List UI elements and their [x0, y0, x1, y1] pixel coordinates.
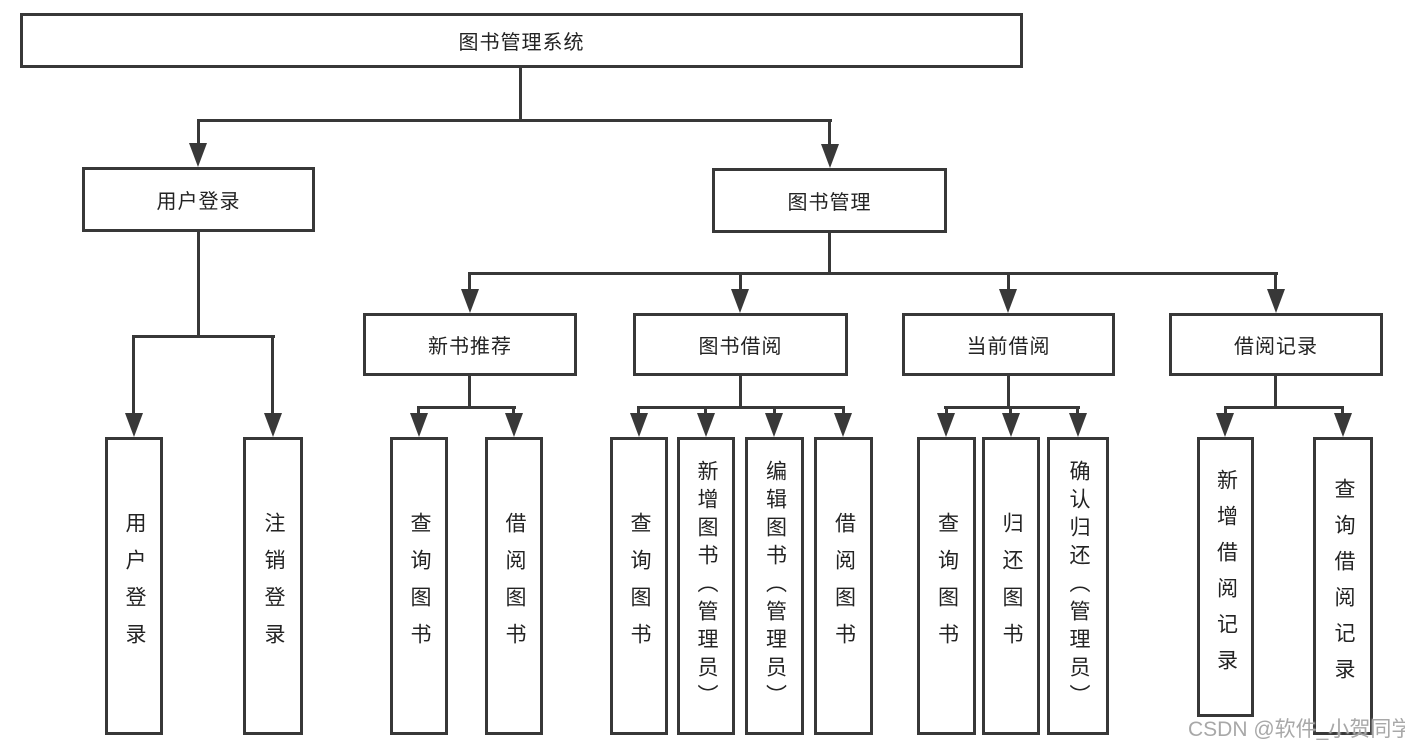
arrow-down-icon — [1267, 289, 1285, 313]
connector-stub-leaf-user-login — [132, 335, 135, 415]
leaf-newbooks-borrow: 借阅图书 — [485, 437, 543, 735]
connector-stub — [842, 406, 845, 417]
node-root: 图书管理系统 — [20, 13, 1023, 68]
connector-stub — [417, 406, 420, 417]
connector-borrowrecords-vertical — [1274, 374, 1277, 409]
leaf-currentborrow-confirm: 确认归还（管理员） — [1047, 437, 1109, 735]
connector-currentborrow-horizontal — [944, 406, 1080, 409]
arrow-down-icon — [731, 289, 749, 313]
connector-root-vertical — [519, 66, 522, 122]
leaf-bookborrow-query: 查询图书 — [610, 437, 668, 735]
node-borrow-records: 借阅记录 — [1169, 313, 1383, 376]
connector-stub — [773, 406, 776, 417]
arrow-down-icon — [189, 143, 207, 167]
arrow-down-icon — [410, 413, 428, 437]
leaf-currentborrow-return: 归还图书 — [982, 437, 1040, 735]
connector-stub-current-borrow — [1007, 272, 1010, 292]
connector-stub — [1341, 406, 1344, 417]
csdn-watermark: CSDN @软件_小贺同学 — [1188, 718, 1405, 741]
connector-userlogin-vertical — [197, 230, 200, 337]
connector-borrowrecords-horizontal — [1224, 406, 1344, 409]
connector-root-horizontal — [197, 119, 832, 122]
arrow-down-icon — [1069, 413, 1087, 437]
node-new-books: 新书推荐 — [363, 313, 577, 376]
connector-stub-book-mgmt — [828, 119, 831, 146]
connector-stub — [637, 406, 640, 417]
arrow-down-icon — [834, 413, 852, 437]
node-book-mgmt: 图书管理 — [712, 168, 947, 233]
connector-newbooks-horizontal — [417, 406, 516, 409]
arrow-down-icon — [937, 413, 955, 437]
arrow-down-icon — [125, 413, 143, 437]
connector-stub — [512, 406, 515, 417]
arrow-down-icon — [461, 289, 479, 313]
arrow-down-icon — [765, 413, 783, 437]
arrow-down-icon — [1334, 413, 1352, 437]
connector-stub — [1009, 406, 1012, 417]
connector-stub — [1076, 406, 1079, 417]
arrow-down-icon — [630, 413, 648, 437]
leaf-user-login: 用户登录 — [105, 437, 163, 735]
connector-stub — [704, 406, 707, 417]
leaf-logout: 注销登录 — [243, 437, 303, 735]
connector-stub — [1224, 406, 1227, 417]
leaf-bookborrow-add: 新增图书（管理员） — [677, 437, 735, 735]
connector-stub-book-borrow — [739, 272, 742, 292]
leaf-records-add: 新增借阅记录 — [1197, 437, 1254, 717]
leaf-bookborrow-edit: 编辑图书（管理员） — [745, 437, 804, 735]
connector-stub-new-books — [468, 272, 471, 292]
node-book-borrow: 图书借阅 — [633, 313, 848, 376]
node-current-borrow: 当前借阅 — [902, 313, 1115, 376]
connector-level3-horizontal — [468, 272, 1278, 275]
leaf-newbooks-query: 查询图书 — [390, 437, 448, 735]
connector-stub-user-login — [197, 119, 200, 146]
node-user-login: 用户登录 — [82, 167, 315, 232]
connector-newbooks-vertical — [468, 374, 471, 409]
arrow-down-icon — [1002, 413, 1020, 437]
connector-bookborrow-horizontal — [637, 406, 845, 409]
connector-currentborrow-vertical — [1007, 374, 1010, 409]
connector-stub — [945, 406, 948, 417]
leaf-records-query: 查询借阅记录 — [1313, 437, 1373, 735]
connector-stub-leaf-logout — [271, 335, 274, 415]
leaf-bookborrow-borrow: 借阅图书 — [814, 437, 873, 735]
connector-bookmgmt-vertical — [828, 231, 831, 275]
arrow-down-icon — [999, 289, 1017, 313]
connector-userlogin-horizontal — [132, 335, 275, 338]
arrow-down-icon — [505, 413, 523, 437]
arrow-down-icon — [821, 144, 839, 168]
arrow-down-icon — [264, 413, 282, 437]
connector-bookborrow-vertical — [739, 374, 742, 409]
arrow-down-icon — [1216, 413, 1234, 437]
arrow-down-icon — [697, 413, 715, 437]
connector-stub-borrow-records — [1274, 272, 1277, 292]
leaf-currentborrow-query: 查询图书 — [917, 437, 976, 735]
